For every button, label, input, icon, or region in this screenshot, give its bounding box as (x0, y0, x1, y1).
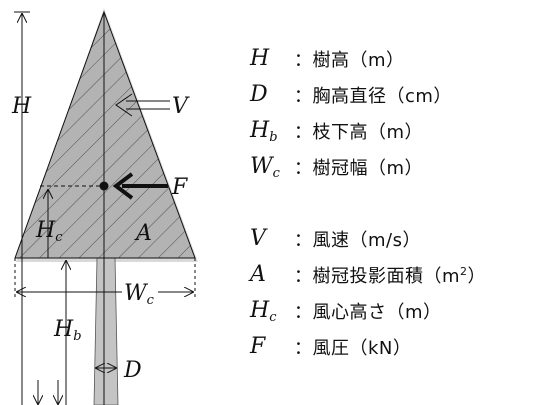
legend-description: ：樹冠投影面積（m2） (294, 265, 487, 287)
legend-symbol: Hc (250, 297, 277, 325)
legend-row-f: F ：風圧（kN） (250, 332, 411, 362)
legend-row-wc: Wc ：樹冠幅（m） (250, 152, 423, 182)
f-label: F (171, 175, 188, 200)
tree-wind-diagram: H V F Hc A Wc Hb D (11, 8, 198, 405)
legend-symbol: D (250, 81, 268, 107)
legend-row-a: A ：樹冠投影面積（m2） (250, 260, 486, 290)
legend-symbol: H (250, 45, 270, 71)
v-wind-arrow (115, 93, 170, 117)
v-label: V (172, 94, 190, 119)
hb-label: Hb (53, 317, 82, 344)
wind-centre-point (99, 181, 109, 191)
legend-row-hb: Hb ：枝下高（m） (250, 116, 423, 146)
legend-description: ：枝下高（m） (294, 122, 424, 143)
a-label: A (134, 221, 152, 246)
wc-label: Wc (124, 281, 155, 308)
legend-row-v: V ：風速（m/s） (250, 224, 421, 254)
crown-triangle (14, 10, 196, 259)
wc-label-bg (122, 278, 158, 304)
legend-symbol: F (250, 333, 266, 359)
legend-symbol: V (250, 225, 266, 251)
legend-symbol: Wc (250, 153, 280, 181)
legend-description: ：樹冠幅（m） (294, 158, 424, 179)
legend-description: ：風心高さ（m） (294, 302, 442, 323)
legend-row-d: D ：胸高直径（cm） (250, 80, 452, 110)
d-label: D (123, 358, 142, 383)
legend-symbol: Hb (250, 117, 278, 145)
legend-symbol: A (250, 261, 266, 287)
legend-description: ：樹高（m） (294, 50, 405, 71)
hc-label: Hc (35, 218, 63, 245)
legend-description: ：風速（m/s） (294, 230, 421, 251)
legend-row-hc: Hc ：風心高さ（m） (250, 296, 442, 326)
legend-description: ：胸高直径（cm） (294, 86, 452, 107)
legend-description: ：風圧（kN） (294, 338, 412, 359)
h-label: H (11, 94, 32, 119)
trunk (93, 257, 119, 405)
legend-row-h: H ：樹高（m） (250, 44, 405, 74)
f-arrowhead (112, 172, 134, 200)
